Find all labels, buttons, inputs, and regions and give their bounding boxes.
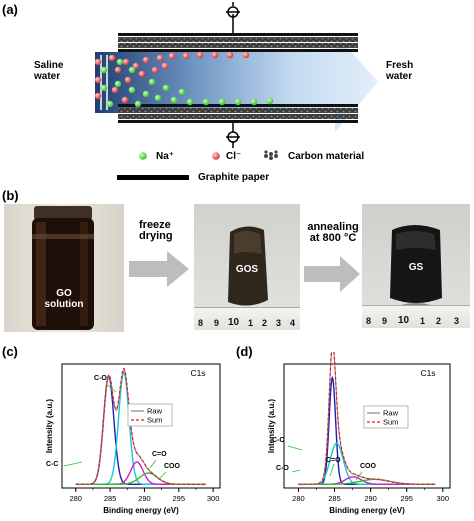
panel-d-label: (d) (236, 344, 253, 359)
gos-text: GOS (235, 264, 259, 275)
x-axis-label: Binding energy (eV) (329, 506, 405, 515)
x-tick-label: 290 (364, 494, 377, 503)
legend-sum-label: Sum (383, 418, 398, 427)
top-electrode (118, 2, 358, 52)
panel-b-label: (b) (2, 188, 19, 203)
annealing-label: annealing at 800 °C (307, 221, 359, 244)
legend-na-symbol (139, 152, 147, 160)
x-tick-label: 280 (292, 494, 305, 503)
legend-cl-symbol (212, 152, 220, 160)
gos-photo: GOS 8 9 10 1 2 3 4 (194, 204, 300, 330)
freeze-drying-label: freeze drying (139, 219, 173, 242)
process-arrow-1 (129, 251, 189, 287)
inlet-mesh (100, 55, 108, 110)
x-tick-label: 300 (437, 494, 450, 503)
annotation-2: C=O (326, 457, 341, 464)
legend-carbon-label: Carbon material (288, 151, 365, 162)
x-tick-label: 295 (400, 494, 413, 503)
fresh-water-label: Fresh water (386, 60, 414, 82)
gs-text: GS (408, 262, 424, 273)
x-tick-label: 290 (138, 494, 151, 503)
annotation-2: C=O (152, 451, 167, 458)
annotation-0: C-C (46, 461, 58, 468)
gos-ruler: 8 9 10 1 2 3 4 (194, 307, 300, 330)
x-tick-label: 285 (328, 494, 341, 503)
legend-cl-label: Cl⁻ (226, 151, 242, 162)
panel-c-label: (c) (2, 344, 18, 359)
x-tick-label: 280 (69, 494, 82, 503)
flow-arrow (95, 33, 378, 132)
x-axis-label: Binding energy (eV) (103, 506, 179, 515)
annotation-arrow (355, 471, 363, 481)
annotation-arrow (105, 383, 117, 393)
legend-raw-label: Raw (147, 407, 163, 416)
legend-raw-label: Raw (383, 409, 399, 418)
legend-sum-label: Sum (147, 416, 162, 425)
sum-series (75, 367, 206, 485)
process-arrow-2 (304, 256, 360, 292)
gs-ruler: 8 9 10 1 2 3 (362, 305, 470, 328)
sum-series (298, 352, 436, 485)
y-axis-label: Intensity (a.u.) (267, 399, 276, 454)
desalination-schematic (94, 2, 378, 180)
annotation-0: C-C (272, 437, 284, 444)
legend-graphite-symbol (117, 175, 189, 180)
panel-a-label: (a) (2, 2, 18, 17)
chart-title: C1s (420, 368, 435, 378)
annotation-1: C-O (276, 465, 289, 472)
legend-carbon-symbol (264, 150, 278, 160)
gs-photo: GS 8 9 10 1 2 3 (362, 204, 470, 328)
annotation-arrow (287, 445, 303, 451)
bottom-electrode (118, 104, 358, 148)
saline-water-label: Saline water (34, 60, 64, 82)
annotation-3: COO (164, 463, 181, 470)
annotation-3: COO (360, 463, 377, 470)
x-tick-label: 295 (173, 494, 186, 503)
x-tick-label: 285 (104, 494, 117, 503)
legend-na-label: Na⁺ (156, 151, 175, 162)
annotation-arrow (157, 471, 167, 481)
chart-title: C1s (190, 368, 205, 378)
annotation-arrow (291, 469, 301, 473)
go-solution-text: GO solution (44, 288, 84, 310)
y-axis-label: Intensity (a.u.) (45, 399, 54, 454)
annotation-arrow (329, 463, 335, 477)
annotation-arrow (149, 459, 157, 469)
annotation-arrow (63, 461, 83, 467)
go-solution-photo: GO solution (4, 204, 124, 332)
annotation-1: C-O (94, 375, 107, 382)
x-tick-label: 300 (207, 494, 220, 503)
legend-graphite-label: Graphite paper (198, 172, 270, 183)
ions (94, 51, 274, 108)
